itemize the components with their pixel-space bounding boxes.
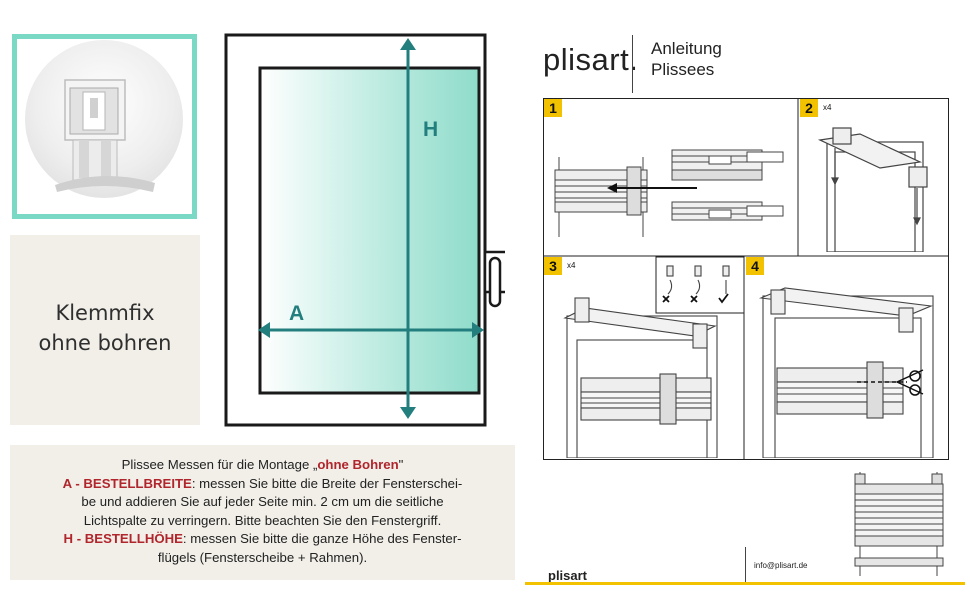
step-4-badge: 4 bbox=[746, 257, 764, 275]
window-measurement-diagram: H A bbox=[224, 33, 505, 427]
product-title-line2: ohne bohren bbox=[38, 331, 172, 355]
plissee-product-icon bbox=[854, 472, 944, 576]
instruction-h-line1: H - BESTELLHÖHE: messen Sie bitte die ga… bbox=[63, 531, 462, 546]
label-h: H bbox=[423, 118, 438, 141]
klemmfix-clip-photo bbox=[25, 40, 183, 198]
instruction-h-line2: flügels (Fensterscheibe + Rahmen). bbox=[157, 549, 368, 565]
step-2-multiplier: x4 bbox=[823, 103, 832, 112]
instruction-a-line1: A - BESTELLBREITE: messen Sie bitte die … bbox=[62, 475, 463, 491]
measuring-instructions: Plissee Messen für die Montage „ohne Boh… bbox=[10, 456, 515, 567]
step1-illustration bbox=[554, 149, 784, 237]
product-title: Klemmfix ohne bohren bbox=[10, 298, 200, 358]
title-panel bbox=[10, 235, 200, 425]
step2-illustration bbox=[817, 127, 928, 252]
window-handle-icon bbox=[483, 250, 505, 308]
step-3-badge: 3 bbox=[544, 257, 562, 275]
step-1-badge: 1 bbox=[544, 99, 562, 117]
height-arrow bbox=[400, 38, 416, 419]
installation-steps: 1 2 x4 3 x4 bbox=[543, 98, 949, 460]
instruction-a-line2: be und addieren Sie auf jeder Seite min.… bbox=[81, 494, 444, 509]
klemmfix-clip-icon bbox=[55, 79, 155, 192]
header-divider bbox=[632, 35, 633, 93]
window-glass bbox=[258, 66, 481, 395]
measuring-instructions-panel bbox=[10, 445, 515, 580]
instruction-a-line3: Lichtspalte zu verringern. Bitte beachte… bbox=[83, 512, 442, 528]
label-a: A bbox=[289, 302, 304, 325]
step-3-multiplier: x4 bbox=[567, 261, 576, 270]
step4-illustration bbox=[758, 287, 934, 458]
step3-illustration bbox=[563, 265, 730, 458]
contact-email: info@plisart.de bbox=[754, 561, 808, 570]
document-title-line1: Anleitung bbox=[651, 39, 722, 58]
plisart-logo: plisart. bbox=[543, 42, 639, 77]
document-title: Anleitung Plissees bbox=[651, 38, 722, 80]
instructions-heading: Plissee Messen für die Montage „ohne Boh… bbox=[121, 457, 404, 472]
footer-logo: plisart bbox=[548, 568, 588, 583]
footer-divider bbox=[745, 547, 746, 582]
document-title-line2: Plissees bbox=[651, 60, 715, 79]
width-arrow bbox=[258, 322, 484, 338]
footer-accent-line bbox=[525, 582, 965, 585]
step-2-badge: 2 bbox=[800, 99, 818, 117]
product-title-line1: Klemmfix bbox=[55, 301, 155, 325]
